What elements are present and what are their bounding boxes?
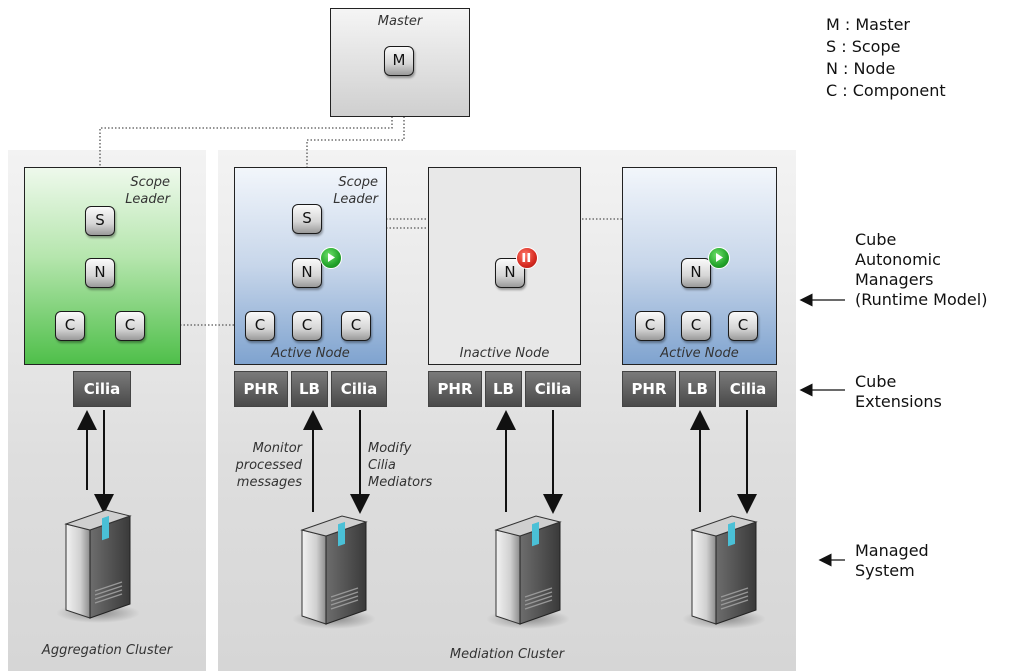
scope-node-agg: S [85,206,115,236]
component-a2-2: C [681,311,711,341]
play-icon [320,247,342,269]
lb-ext-3: LB [679,371,716,407]
node-active-2: N [681,258,711,288]
managed-system-label: Managed System [855,541,929,580]
server-icon [485,515,571,630]
component-agg-1: C [55,311,85,341]
lb-ext-2: LB [485,371,522,407]
scope-leader-panel-agg [24,167,181,365]
modify-label: Modify Cilia Mediators [368,441,433,490]
legend-item: M : Master [826,15,911,34]
managers-label: Cube Autonomic Managers (Runtime Model) [855,230,988,309]
inactive-node-label: Inactive Node [459,346,550,361]
legend-item: N : Node [826,59,896,78]
extensions-label: Cube Extensions [855,372,942,411]
active-node-label-1: Active Node [271,346,350,361]
server-icon [55,509,141,624]
server-icon [291,515,377,630]
component-agg-2: C [115,311,145,341]
cilia-ext-agg: Cilia [73,371,131,407]
component-a1-2: C [292,311,322,341]
mediation-cluster-label: Mediation Cluster [449,647,565,662]
node-agg: N [85,258,115,288]
cilia-ext-2: Cilia [525,371,581,407]
component-a1-1: C [245,311,275,341]
legend-item: S : Scope [826,37,901,56]
server-icon [681,515,767,630]
phr-ext-1: PHR [234,371,288,407]
scope-leader-label-med: Scope Leader [333,175,378,207]
master-label: Master [377,14,423,29]
lb-ext-1: LB [291,371,328,407]
legend: M : Master S : Scope N : Node C : Compon… [826,14,946,102]
master-node: M [384,46,414,76]
phr-ext-3: PHR [622,371,676,407]
aggregation-cluster-label: Aggregation Cluster [41,643,173,658]
node-active-1: N [292,258,322,288]
active-node-label-2: Active Node [660,346,739,361]
phr-ext-2: PHR [428,371,482,407]
monitor-label: Monitor processed messages [235,441,303,490]
scope-leader-label-agg: Scope Leader [125,175,170,207]
pause-icon [516,247,538,269]
scope-node-med: S [292,204,322,234]
component-a2-3: C [728,311,758,341]
legend-item: C : Component [826,81,946,100]
cilia-ext-1: Cilia [331,371,387,407]
cilia-ext-3: Cilia [719,371,777,407]
component-a1-3: C [341,311,371,341]
play-icon [708,247,730,269]
component-a2-1: C [635,311,665,341]
